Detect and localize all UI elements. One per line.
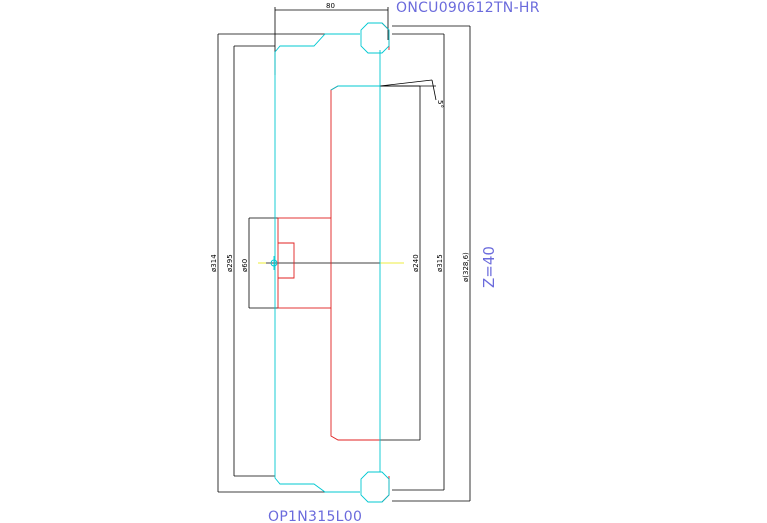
- dimension-lines: [217, 7, 471, 502]
- insert-code-label: ONCU090612TN-HR: [396, 0, 540, 16]
- part-number-label: OP1N315L00: [268, 509, 362, 523]
- insert-outline: [270, 22, 390, 503]
- diameter-328-label: ø(328,6): [462, 252, 470, 282]
- diameter-295-label: ø295: [226, 254, 234, 272]
- diameter-240-label: ø240: [412, 254, 420, 272]
- diameter-60-label: ø60: [241, 259, 249, 272]
- teeth-count-label: Z=40: [480, 246, 498, 288]
- body-outline: [277, 22, 390, 503]
- angle-dimension-label: 5°: [436, 100, 444, 108]
- width-dimension-label: 80: [326, 2, 335, 10]
- diameter-315-label: ø315: [436, 254, 444, 272]
- diameter-314-label: ø314: [210, 254, 218, 272]
